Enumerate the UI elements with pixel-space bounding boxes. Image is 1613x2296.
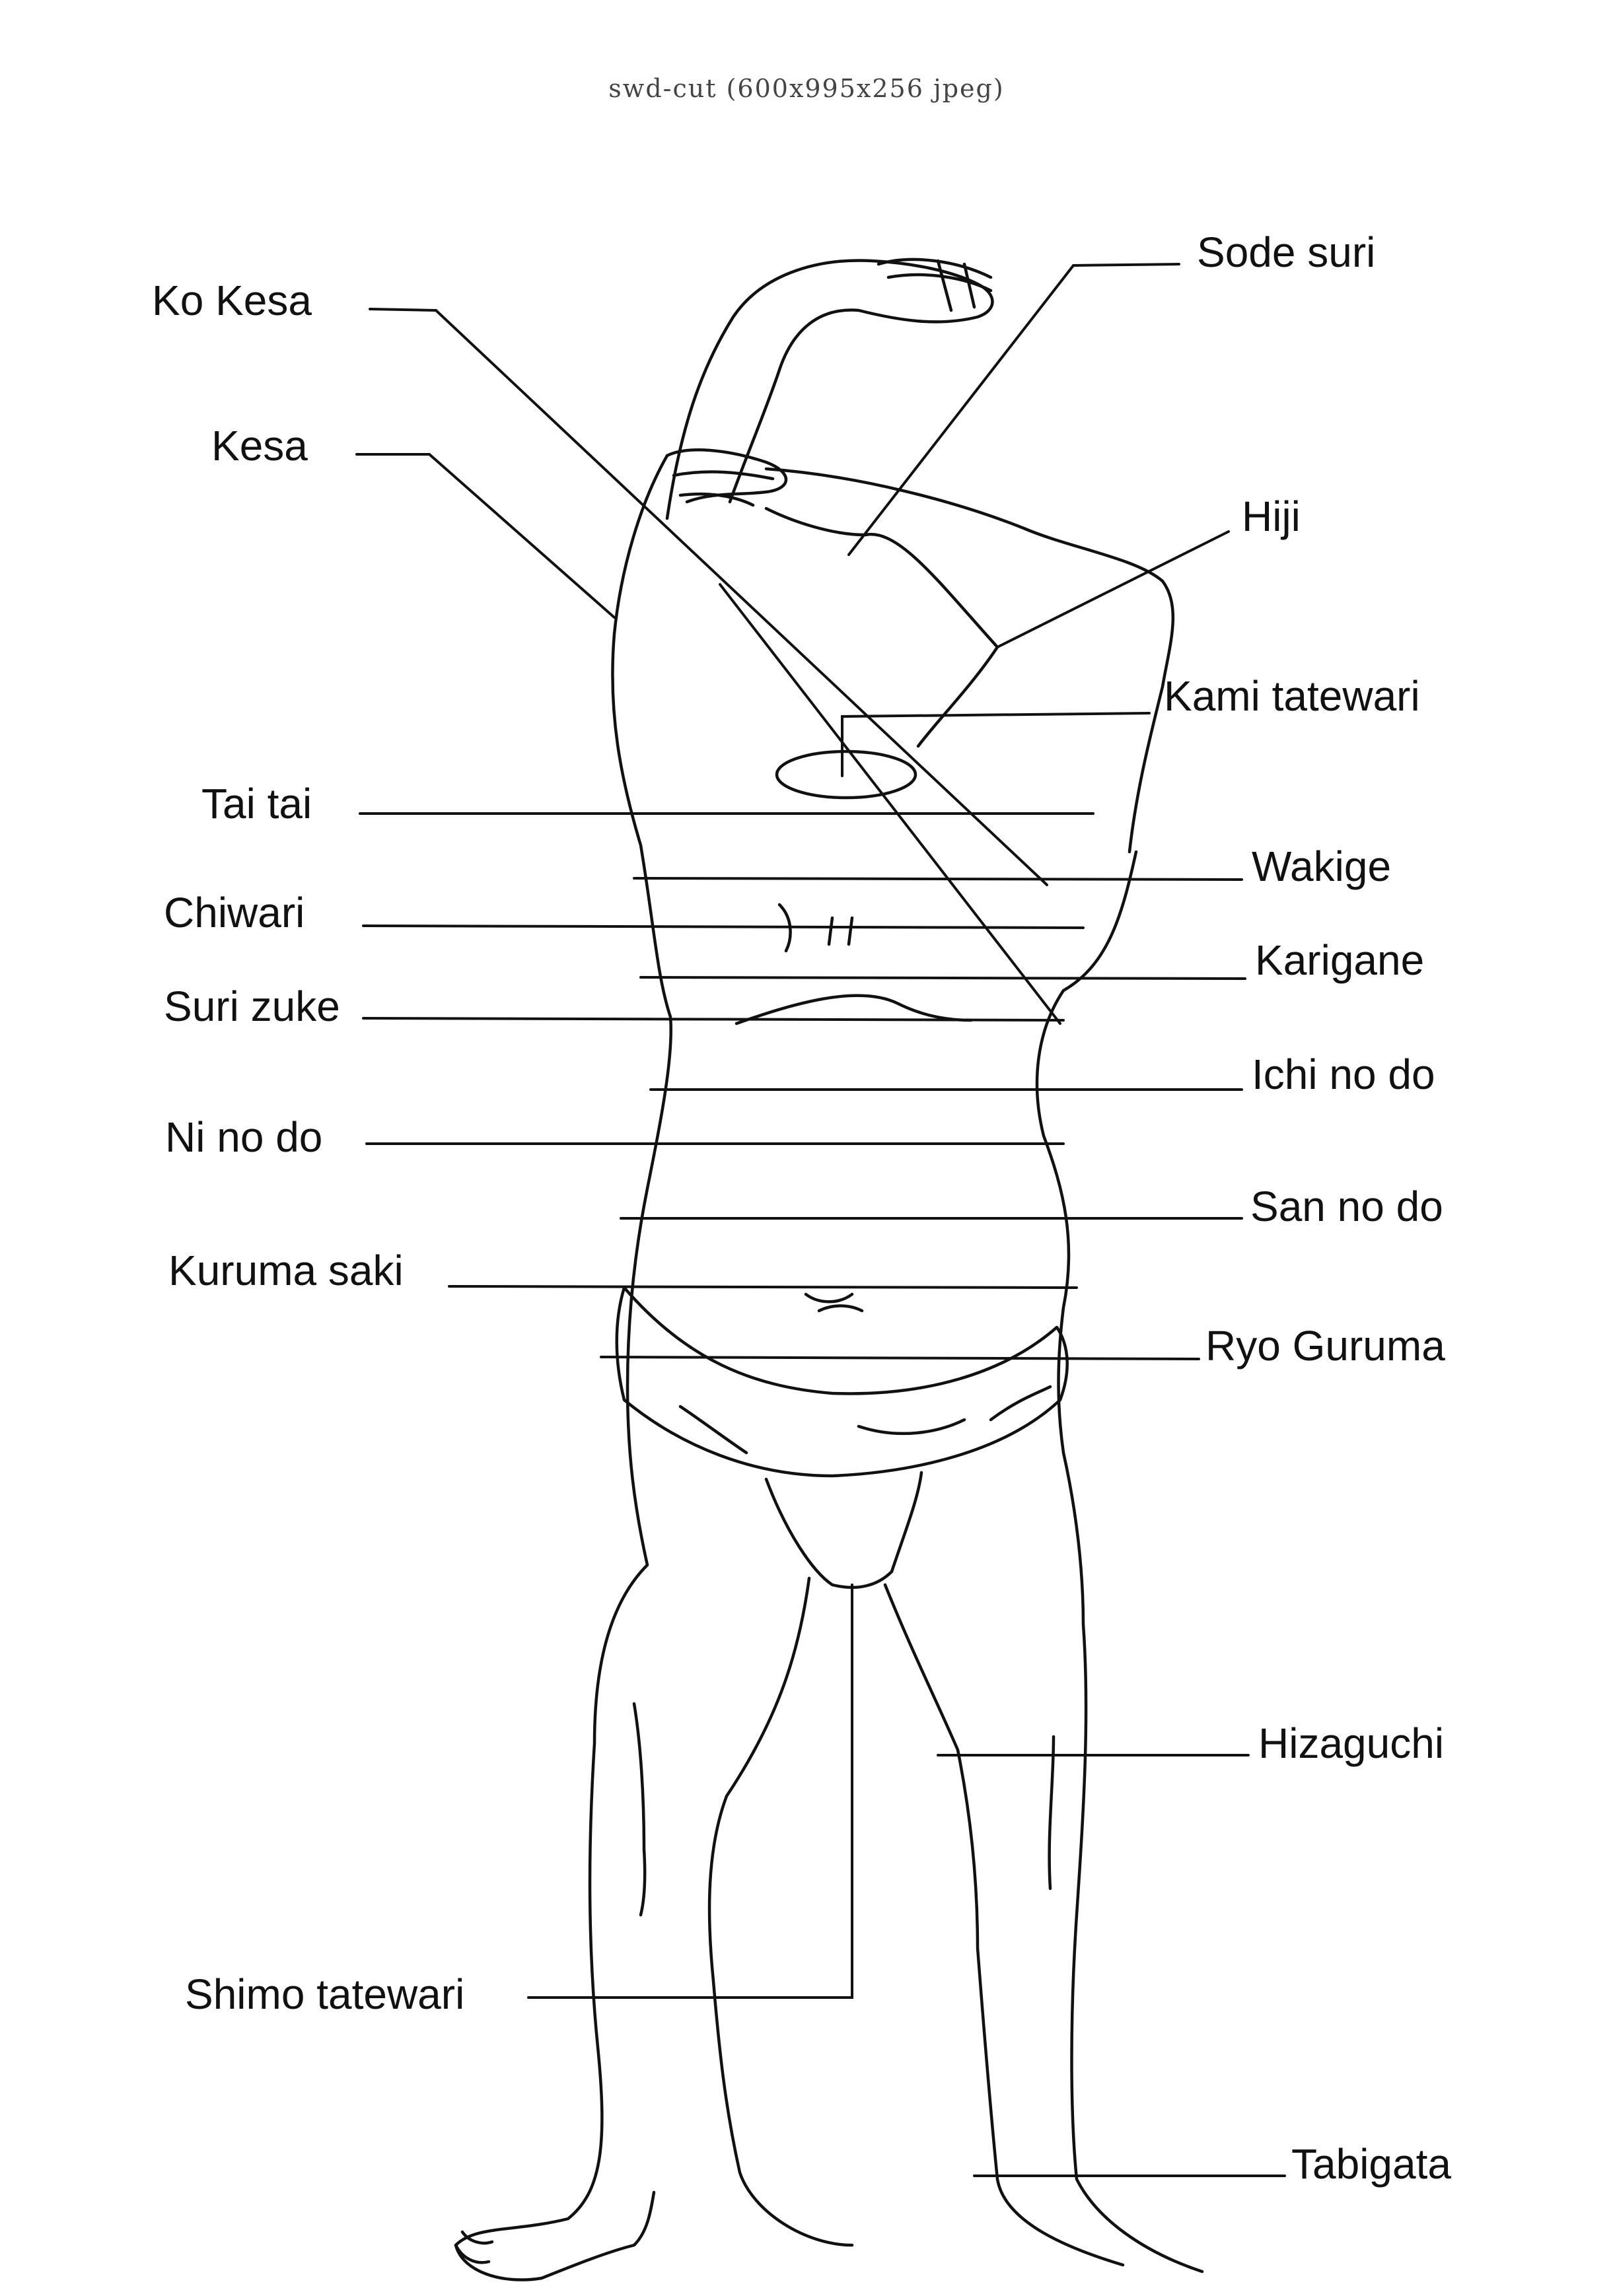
label-ko-kesa: Ko Kesa (152, 277, 312, 324)
suri-zuke-cut (362, 1017, 1065, 1022)
label-kesa: Kesa (211, 422, 308, 470)
label-tabigata: Tabigata (1291, 2140, 1451, 2188)
label-kuruma-saki: Kuruma saki (168, 1247, 404, 1294)
label-shimo-tatewari: Shimo tatewari (185, 1970, 465, 2018)
label-sode-suri: Sode suri (1197, 228, 1376, 276)
label-kami-tatewari: Kami tatewari (1164, 672, 1420, 720)
sode-suri-cut (847, 264, 1075, 556)
label-karigane: Karigane (1255, 936, 1425, 984)
kami-tatewari-cut (841, 712, 1151, 777)
label-suri-zuke: Suri zuke (164, 983, 340, 1030)
shimo-tatewari-cut (527, 1583, 853, 1999)
label-ichi-no-do: Ichi no do (1252, 1051, 1435, 1098)
karigane-cut (639, 976, 1246, 980)
image-header: swd-cut (600x995x256 jpeg) (608, 74, 1005, 103)
kuruma-saki-cut (448, 1285, 1078, 1289)
kesa-cut-body (719, 583, 1061, 1025)
label-ryo-guruma: Ryo Guruma (1205, 1322, 1445, 1370)
ko-kesa-cut (435, 309, 1048, 886)
wakige-cut (633, 877, 1243, 881)
ryo-guruma-cut (600, 1356, 1200, 1360)
label-san-no-do: San no do (1250, 1183, 1443, 1230)
hiji-cut (996, 530, 1230, 648)
label-tai-tai: Tai tai (201, 780, 312, 827)
kesa-cut (428, 453, 616, 619)
label-hiji: Hiji (1242, 493, 1301, 540)
label-chiwari: Chiwari (164, 889, 305, 936)
figure-outline (454, 258, 1204, 2281)
label-hizaguchi: Hizaguchi (1258, 1720, 1445, 1767)
ko-kesa-leader (369, 308, 437, 312)
label-ni-no-do: Ni no do (165, 1113, 323, 1161)
label-wakige: Wakige (1252, 843, 1392, 890)
chiwari-cut (362, 924, 1085, 929)
sode-suri-leader (1072, 263, 1180, 267)
